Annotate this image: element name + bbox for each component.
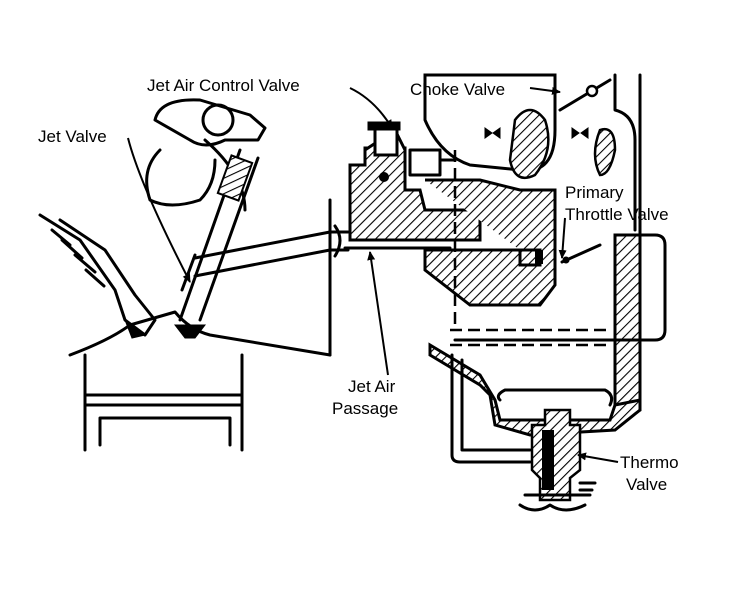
jet-air-tube: [193, 224, 350, 278]
piston-cylinder: [83, 353, 244, 452]
leader-choke-valve: [529, 86, 561, 95]
leader-primary-throttle-valve: [558, 217, 567, 259]
leader-jet-air-passage: [367, 251, 389, 376]
jet-valve-stem: [173, 148, 260, 339]
label-passage-line2: Passage: [332, 399, 398, 418]
label-throttle-valve-line2: Throttle Valve: [565, 205, 669, 224]
thermo-valve-assembly: [518, 408, 597, 512]
label-choke-valve: Choke Valve: [410, 80, 505, 99]
leader-jet-air-control-valve: [349, 87, 393, 129]
leader-jet-valve: [127, 137, 191, 283]
choke-plate: [558, 78, 612, 112]
leader-lines: [127, 86, 619, 463]
label-jet-air-line1: Jet Air: [348, 377, 396, 396]
label-thermo-line1: Thermo: [620, 453, 679, 472]
label-primary-line1: Primary: [565, 183, 624, 202]
label-jet-air-control-valve: Jet Air Control Valve: [147, 76, 300, 95]
rocker-arm-camshaft: [153, 98, 267, 212]
leader-thermo-valve: [577, 452, 619, 463]
label-jet-valve: Jet Valve: [38, 127, 107, 146]
spark-plug: [38, 213, 157, 339]
label-valve-line2: Valve: [626, 475, 667, 494]
carburetor-body: [343, 73, 667, 464]
engine-cylinder-head: [68, 148, 332, 357]
